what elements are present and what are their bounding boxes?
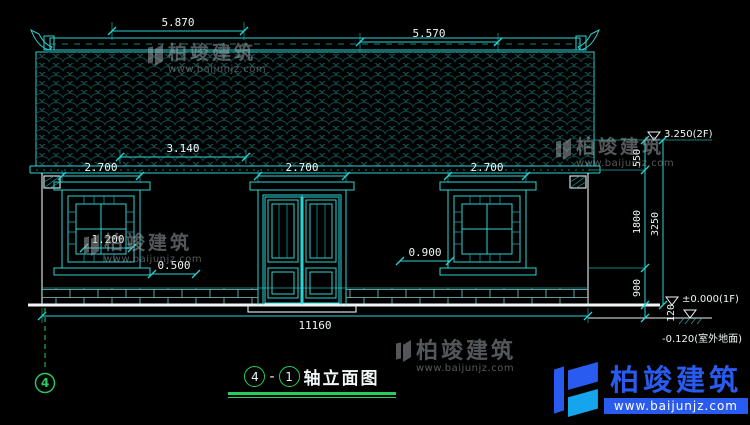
drawing-title: 4 - 1 轴立面图: [228, 364, 396, 398]
window-right: [439, 181, 537, 276]
level-markers: 3.250(2F) ±0.000(1F) -0.120(室外地面): [647, 129, 742, 345]
watermark-url: www.baijunjz.com: [104, 253, 203, 265]
dim-total-width: 11160: [298, 319, 331, 332]
watermark-brand: 柏竣建筑: [168, 42, 257, 64]
dim-window-right: 2.700: [470, 161, 503, 174]
window-left: [53, 181, 151, 276]
title-label: 轴立面图: [303, 369, 380, 389]
watermark-logo-icon: [396, 340, 412, 362]
brand-logo: 柏竣建筑 www.baijunjz.com: [553, 362, 748, 417]
wall: [28, 173, 712, 319]
title-axis-circle-right: 1: [278, 366, 300, 387]
brand-url: www.baijunjz.com: [603, 397, 748, 414]
watermark-url: www.baijunjz.com: [576, 157, 675, 169]
roof: [29, 28, 601, 174]
eave-horn-right: [577, 28, 600, 51]
title-axis-circle-left: 4: [244, 366, 266, 387]
dimension-texts: 5.870 5.570 3.140 2.700 2.700 2.700 1.20…: [84, 16, 677, 332]
dim-v900: 900: [632, 279, 643, 297]
brand-logo-icon: [553, 362, 598, 417]
watermark-brand: 柏竣建筑: [576, 136, 665, 158]
plinth-right: [346, 288, 588, 305]
dim-window-left: 2.700: [84, 161, 117, 174]
axis-bubble-4: 4: [34, 308, 56, 394]
dimension-lines: [37, 22, 712, 323]
title-dash: -: [269, 368, 275, 385]
level-2f-label: 3.250(2F): [664, 129, 713, 140]
entry-door: [247, 181, 357, 313]
dim-left-b: 0.500: [157, 259, 190, 272]
title-underline-thin: [228, 397, 396, 398]
watermark-brand: 柏竣建筑: [104, 232, 193, 254]
dim-v550: 550: [632, 149, 643, 167]
watermark-url: www.baijunjz.com: [416, 363, 515, 375]
watermark-logo-icon: [556, 138, 572, 160]
dim-v3250: 3250: [650, 212, 661, 236]
watermark: 柏竣建筑 www.baijunjz.com: [396, 340, 516, 374]
title-underline-thick: [228, 392, 396, 395]
watermark-url: www.baijunjz.com: [168, 63, 267, 75]
dim-roof-left: 5.870: [161, 16, 194, 29]
watermark-logo-icon: [148, 44, 164, 66]
dim-right-sill: 0.900: [408, 246, 441, 259]
dim-door: 2.700: [285, 161, 318, 174]
dim-left-a: 1.200: [91, 233, 124, 246]
watermark: 柏竣建筑 www.baijunjz.com: [84, 232, 203, 265]
dim-roof-right: 5.570: [412, 27, 445, 40]
dim-v1800: 1800: [632, 210, 643, 234]
dim-v120: 120: [666, 304, 677, 322]
door-step: [247, 304, 357, 313]
axis-bubble-number: 4: [41, 376, 49, 390]
brand-name: 柏竣建筑: [609, 363, 742, 398]
dim-mid-width: 3.140: [166, 142, 199, 155]
plinth-left: [42, 288, 258, 305]
level-outdoor-label: -0.120(室外地面): [662, 332, 742, 345]
watermark-logo-icon: [84, 234, 100, 256]
watermark-brand: 柏竣建筑: [416, 339, 517, 364]
eave-horn-left: [30, 28, 53, 51]
watermark: 柏竣建筑 www.baijunjz.com: [556, 136, 675, 169]
watermark: 柏竣建筑 www.baijunjz.com: [148, 42, 267, 75]
level-1f-label: ±0.000(1F): [682, 294, 739, 305]
